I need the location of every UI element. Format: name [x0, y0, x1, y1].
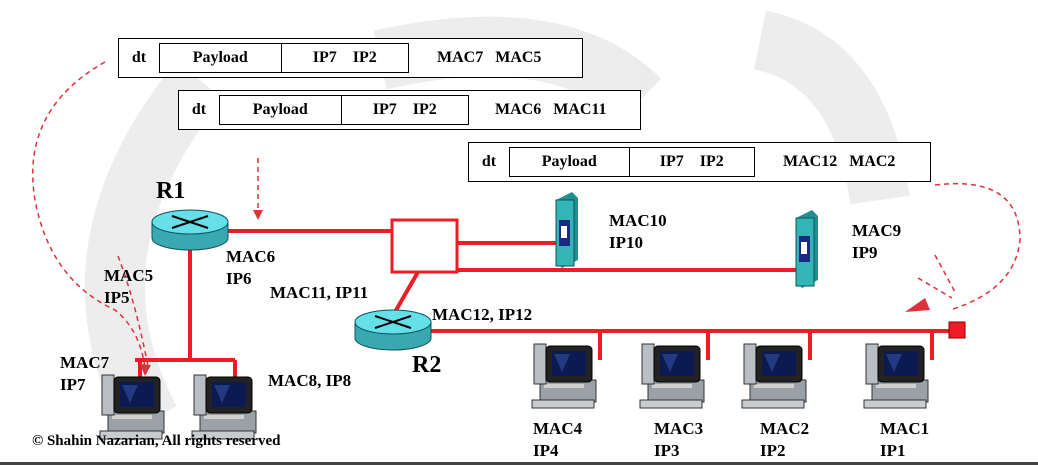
- frame-1-ips: IP7 IP2: [282, 44, 408, 72]
- host2-label: MAC2 IP2: [760, 418, 809, 462]
- server9-label: MAC9 IP9: [852, 220, 901, 264]
- switch: [390, 218, 459, 274]
- r1-left-label: MAC5 IP5: [104, 265, 153, 309]
- host2-mac: MAC2: [760, 419, 810, 438]
- host8-label: MAC8, IP8: [268, 371, 352, 390]
- host2-ip: IP2: [760, 441, 786, 460]
- copyright-notice: © Shahin Nazarian, All rights reserved: [32, 433, 281, 449]
- frame-3-ips: IP7 IP2: [630, 148, 754, 176]
- host7-ip: IP7: [60, 375, 86, 394]
- server10-ip: IP10: [609, 233, 643, 252]
- computer-mac1-icon: [863, 343, 929, 409]
- r1-left-ip: IP5: [104, 288, 130, 307]
- frame-3-dt: dt: [481, 153, 497, 170]
- frame-2-payload: Payload: [220, 96, 342, 124]
- host1-label: MAC1 IP1: [880, 418, 929, 462]
- server9-ip: IP9: [852, 243, 878, 262]
- r2-left-label: MAC11, IP11: [270, 283, 369, 302]
- computer-mac7-icon: [99, 374, 165, 440]
- frame-3-ip-src: IP2: [699, 153, 724, 170]
- computer-mac4-icon: [531, 343, 597, 409]
- r1-right-mac: MAC6: [226, 247, 276, 266]
- host3-mac: MAC3: [654, 419, 704, 438]
- computer-mac3-icon: [639, 343, 705, 409]
- host3-ip: IP3: [654, 441, 680, 460]
- r1-left-mac: MAC5: [104, 266, 154, 285]
- computer-mac8-icon: [191, 374, 257, 440]
- host3-label: MAC3 IP3: [654, 418, 703, 462]
- link-switch-r2: [393, 271, 420, 313]
- host7-label: MAC7 IP7: [60, 352, 109, 396]
- r2-right-label: MAC12, IP12: [432, 305, 533, 324]
- frame-1-ip-src: IP2: [352, 49, 377, 66]
- host4-label: MAC4 IP4: [533, 418, 582, 462]
- bus-terminator: [948, 321, 966, 339]
- arrow-left-path: [32, 61, 146, 369]
- frame-3-ip-packet: Payload IP7 IP2: [509, 147, 755, 177]
- frame-1-dt: dt: [131, 49, 147, 66]
- host4-mac: MAC4: [533, 419, 583, 438]
- frame-2-ip-packet: Payload IP7 IP2: [219, 95, 469, 125]
- frame-3: dt Payload IP7 IP2 MAC12 MAC2: [468, 142, 931, 182]
- frame-1-payload: Payload: [160, 44, 282, 72]
- host4-ip: IP4: [533, 441, 559, 460]
- server10-mac: MAC10: [609, 211, 667, 230]
- frame-3-mac: MAC12 MAC2: [783, 153, 896, 170]
- frame-1-mac: MAC7 MAC5: [437, 49, 542, 66]
- host1-mac: MAC1: [880, 419, 930, 438]
- r1-right-label: MAC6 IP6: [226, 246, 275, 290]
- frame-2-ip-src: IP2: [412, 101, 437, 118]
- frame-2-dt: dt: [191, 101, 207, 118]
- server9-mac: MAC9: [852, 221, 902, 240]
- frame-2-ips: IP7 IP2: [342, 96, 468, 124]
- computer-mac2-icon: [741, 343, 807, 409]
- flow-arrows: [32, 61, 1021, 369]
- host1-ip: IP1: [880, 441, 906, 460]
- frame-3-ip-dst: IP7: [659, 153, 684, 170]
- frame-2-ip-dst: IP7: [372, 101, 397, 118]
- frame-1-ip-packet: Payload IP7 IP2: [159, 43, 409, 73]
- frame-1-ip-dst: IP7: [312, 49, 337, 66]
- server-mac9-icon: [795, 210, 818, 288]
- r1-right-ip: IP6: [226, 269, 252, 288]
- frame-2-mac: MAC6 MAC11: [495, 101, 607, 118]
- router-r2-label: R2: [412, 352, 442, 378]
- frame-1: dt Payload IP7 IP2 MAC7 MAC5: [118, 38, 583, 78]
- server-mac10-icon: [555, 192, 578, 268]
- router-r2-icon: [354, 309, 432, 351]
- links: [135, 229, 950, 385]
- router-r1-icon: [151, 209, 229, 251]
- frame-2: dt Payload IP7 IP2 MAC6 MAC11: [178, 90, 641, 130]
- arrow-heads: [140, 210, 930, 376]
- host7-mac: MAC7: [60, 353, 110, 372]
- router-r1-label: R1: [156, 178, 186, 204]
- frame-3-payload: Payload: [510, 148, 630, 176]
- server10-label: MAC10 IP10: [609, 210, 667, 254]
- bottom-border: [0, 462, 1038, 465]
- arrow-right-path: [934, 183, 1021, 311]
